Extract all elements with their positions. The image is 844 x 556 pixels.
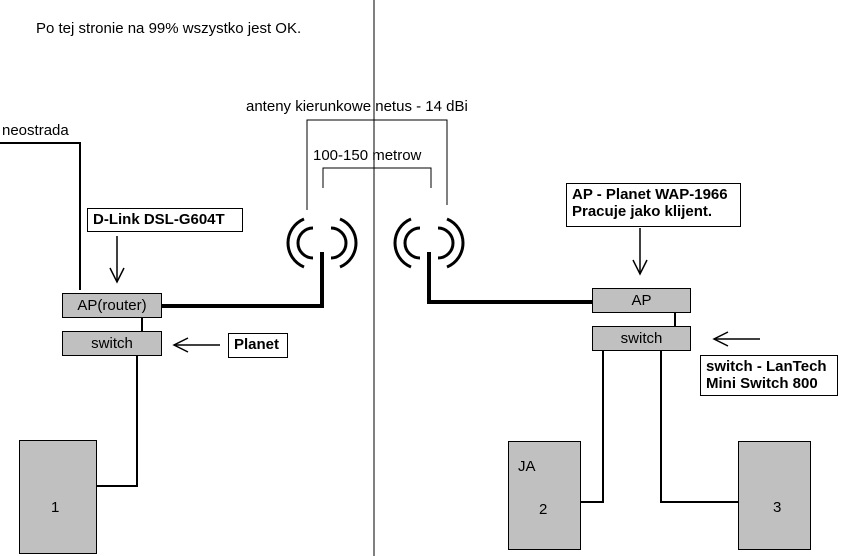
header-note: Po tej stronie na 99% wszystko jest OK.: [36, 20, 302, 37]
router-model-label: D-Link DSL-G604T: [93, 211, 225, 228]
right-switch-box: switch: [592, 326, 691, 351]
ap-model-callout: AP - Planet WAP-1966 Pracuje jako klijen…: [566, 183, 741, 227]
router-box: AP(router): [62, 293, 162, 318]
lantech-switch-line1: switch - LanTech: [706, 358, 827, 375]
ap-model-line1: AP - Planet WAP-1966: [572, 186, 728, 203]
pc-3: 3: [738, 441, 811, 550]
pc-3-label: 3: [773, 499, 782, 516]
pc-1: 1: [19, 440, 97, 554]
planet-switch-label: Planet: [234, 336, 280, 353]
pc3-wire: [660, 351, 738, 503]
right-antenna-cable: [427, 252, 592, 304]
planet-switch-callout: Planet: [228, 333, 288, 358]
pc1-wire: [97, 356, 138, 487]
ap-box: AP: [592, 288, 691, 313]
lantech-callout-arrow-icon: [712, 331, 760, 347]
neostrada-wire: [0, 142, 81, 290]
pc-1-label: 1: [51, 499, 60, 516]
antenna-bracket: [306, 119, 448, 210]
isp-label: neostrada: [2, 122, 69, 139]
ap-callout-arrow-icon: [632, 228, 648, 276]
router-callout-arrow-icon: [109, 236, 125, 284]
switch-callout-arrow-icon: [172, 337, 220, 353]
lantech-switch-line2: Mini Switch 800: [706, 375, 818, 392]
lantech-switch-callout: switch - LanTech Mini Switch 800: [700, 355, 838, 396]
left-antenna-waves-icon: [286, 217, 358, 269]
antenna-label: anteny kierunkowe netus - 14 dBi: [246, 98, 468, 115]
distance-label: 100-150 metrow: [313, 147, 422, 164]
pc-2: JA 2: [508, 441, 581, 550]
router-box-label: AP(router): [77, 297, 147, 314]
right-antenna-waves-icon: [393, 217, 465, 269]
distance-bracket: [322, 167, 432, 188]
left-switch-label: switch: [91, 335, 133, 352]
left-switch-box: switch: [62, 331, 162, 356]
pc-2-tag: JA: [518, 458, 536, 475]
left-antenna-cable: [162, 252, 324, 308]
right-switch-label: switch: [620, 330, 663, 347]
ap-model-line2: Pracuje jako klijent.: [572, 203, 713, 220]
pc-2-label: 2: [539, 501, 548, 518]
ap-box-label: AP: [631, 292, 652, 309]
pc2-wire: [580, 351, 604, 503]
router-model-callout: D-Link DSL-G604T: [87, 208, 243, 232]
